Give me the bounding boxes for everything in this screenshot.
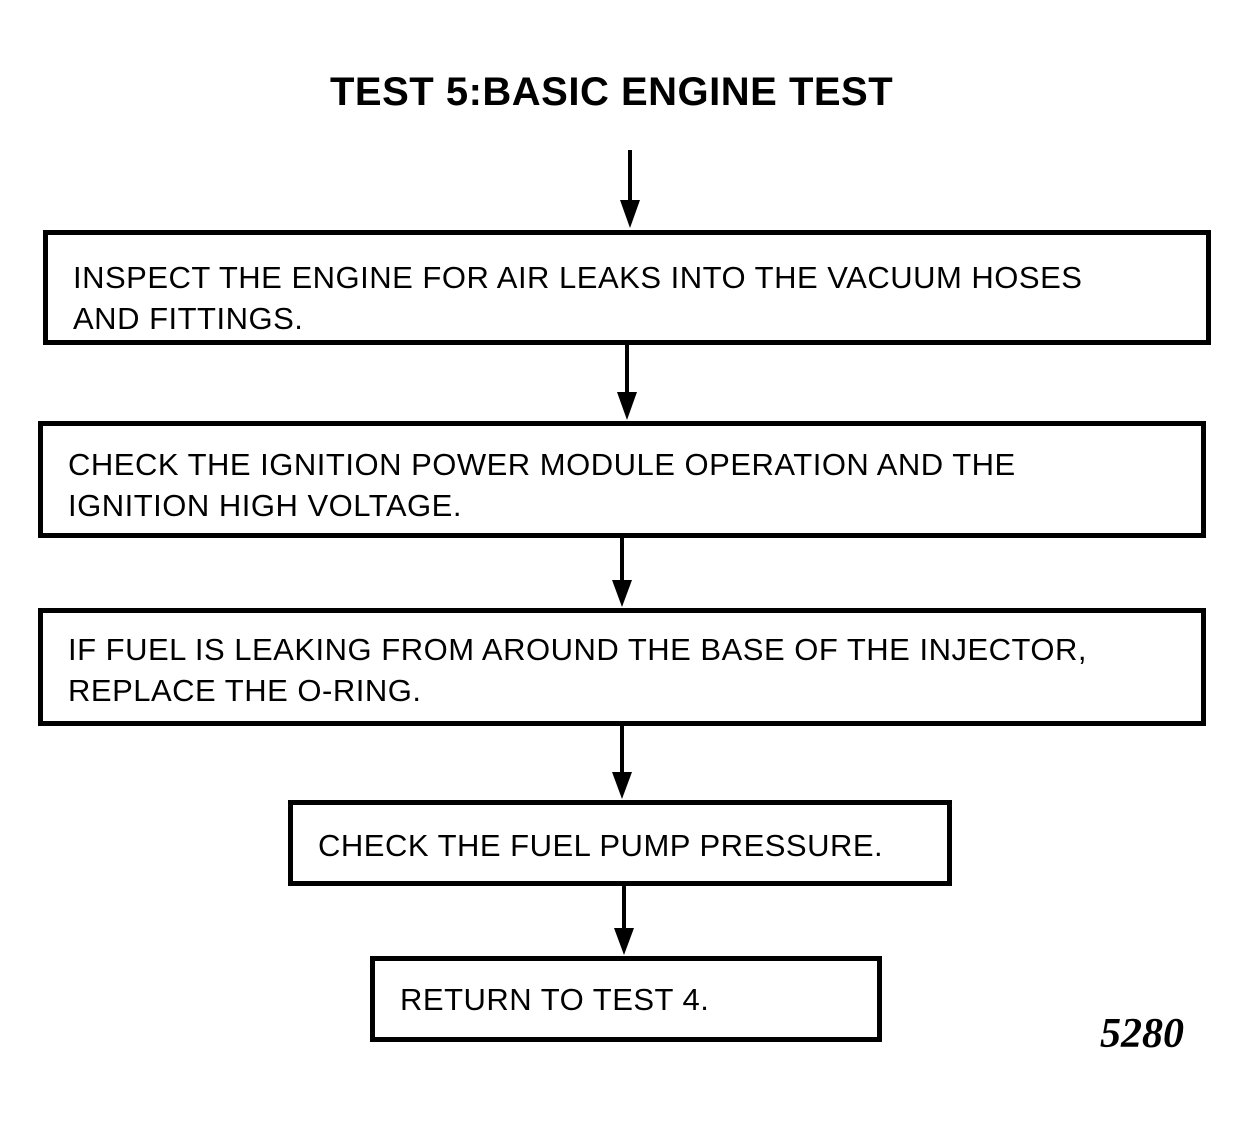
step-box-inspect-air-leaks: INSPECT THE ENGINE FOR AIR LEAKS INTO TH… (43, 230, 1211, 345)
arrowhead-2-3 (612, 580, 632, 607)
diagram-title: TEST 5:BASIC ENGINE TEST (330, 70, 894, 114)
figure-number: 5280 (1100, 1011, 1184, 1057)
step-text: INSPECT THE ENGINE FOR AIR LEAKS INTO TH… (73, 260, 1083, 336)
step-box-check-ignition: CHECK THE IGNITION POWER MODULE OPERATIO… (38, 421, 1206, 538)
step-text: IF FUEL IS LEAKING FROM AROUND THE BASE … (68, 632, 1088, 708)
step-box-fuel-pump-pressure: CHECK THE FUEL PUMP PRESSURE. (288, 800, 952, 886)
arrowhead-start (620, 200, 640, 228)
step-text: RETURN TO TEST 4. (400, 982, 710, 1017)
step-box-return-to-test: RETURN TO TEST 4. (370, 956, 882, 1042)
arrowhead-4-5 (614, 928, 634, 955)
step-box-fuel-leak: IF FUEL IS LEAKING FROM AROUND THE BASE … (38, 608, 1206, 726)
arrowhead-1-2 (617, 392, 637, 420)
step-text: CHECK THE IGNITION POWER MODULE OPERATIO… (68, 447, 1016, 523)
arrowhead-3-4 (612, 772, 632, 799)
step-text: CHECK THE FUEL PUMP PRESSURE. (318, 828, 884, 863)
